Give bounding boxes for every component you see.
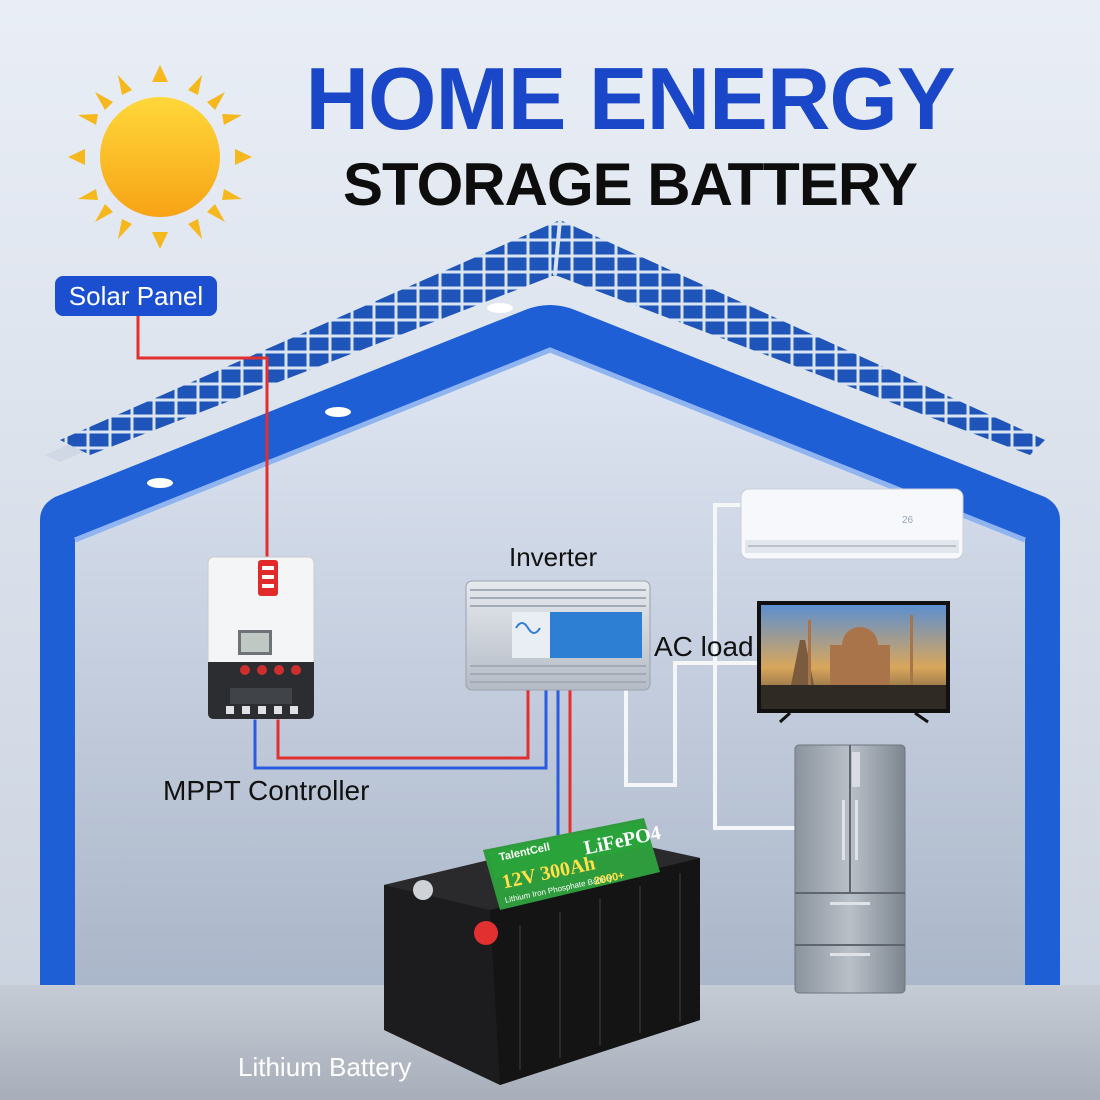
television: [757, 601, 950, 724]
ceiling-light: [147, 478, 173, 488]
wire-solar-to-controller: [136, 316, 269, 570]
inverter-label: Inverter: [509, 542, 598, 572]
lithium-battery-device: [384, 818, 700, 1085]
inverter-device: [465, 580, 651, 691]
air-conditioner: [740, 488, 964, 560]
solar-panel-label: Solar Panel: [55, 276, 217, 316]
refrigerator: [794, 744, 906, 994]
wire-ac-to-aircon-fridge: [713, 503, 795, 830]
title-line-2: STORAGE BATTERY: [343, 151, 918, 218]
lithium-battery-label: Lithium Battery: [238, 1052, 412, 1082]
aircon-temperature-display: 26: [902, 515, 914, 526]
wire-controller-to-inverter-pos: [276, 690, 530, 760]
ceiling-light: [325, 407, 351, 417]
sun-icon: [68, 65, 252, 249]
roof-ridge: [553, 219, 562, 276]
solar-roof-left: [60, 220, 560, 455]
mppt-controller-label: MPPT Controller: [163, 775, 370, 806]
solar-roof-right: [555, 220, 1045, 455]
ac-load-label: AC load: [654, 631, 754, 662]
wire-controller-to-inverter-neg: [253, 690, 548, 770]
mppt-controller-device: [207, 556, 315, 720]
ceiling-light: [487, 303, 513, 313]
inner-edge-highlight: [74, 347, 1026, 543]
title-line-1: HOME ENERGY: [305, 49, 955, 148]
wire-ac-to-tv: [624, 661, 757, 787]
wiring: [136, 316, 795, 842]
